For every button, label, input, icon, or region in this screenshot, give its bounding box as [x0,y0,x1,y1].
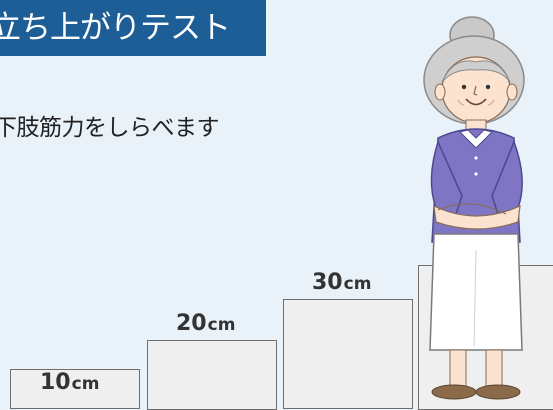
arm-line [437,203,507,215]
right-leg [485,349,503,387]
step-30cm-unit: cm [343,274,372,294]
skirt [429,233,523,351]
right-shoe [475,384,521,400]
left-eye [461,84,467,90]
step-30cm-number: 30 [312,270,343,295]
left-shoe [431,384,477,400]
bangs [441,60,511,83]
step-10cm-label: 10cm [40,370,99,395]
subtitle-text: 下肢筋力をしらべます [0,115,220,141]
step-20cm [147,340,277,410]
step-20cm-unit: cm [207,315,236,335]
button-1 [474,156,478,160]
step-20cm-number: 20 [176,311,207,336]
left-ear [434,83,446,101]
nose [473,85,478,96]
crossed-arms [433,204,521,230]
title-banner: 立ち上がりテスト [0,0,266,56]
right-eye [485,84,491,90]
skirt-fold [473,249,477,347]
left-wrinkle [457,99,465,106]
right-wrinkle [487,99,495,106]
mouth [465,98,487,106]
left-leg [449,349,467,387]
step-30cm [283,299,413,409]
right-ear [506,83,518,101]
step-30cm-label: 30cm [312,270,371,295]
elderly-woman-illustration [423,16,525,400]
collar [459,129,493,149]
step-10cm-unit: cm [71,374,100,394]
button-2 [474,172,478,176]
title-text: 立ち上がりテスト [0,10,231,46]
step-10cm-number: 10 [40,370,71,395]
step-20cm-label: 20cm [176,311,235,336]
